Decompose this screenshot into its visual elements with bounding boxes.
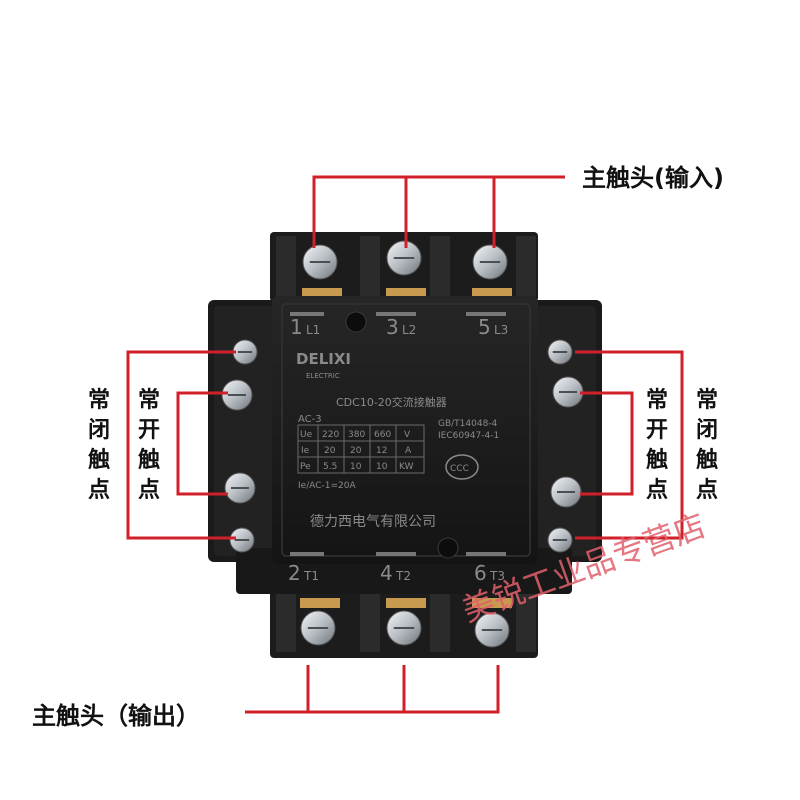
rating-cell: 660	[374, 430, 391, 440]
terminal-label-T1: T1	[303, 569, 319, 583]
label-main-output: 主触头（输出）	[32, 702, 200, 730]
rating-cell: V	[404, 430, 411, 440]
rating-cell: KW	[399, 462, 414, 472]
rating-cell: 12	[376, 446, 387, 456]
terminal-num-1: 1	[290, 315, 303, 339]
rating-cell: 20	[350, 446, 362, 456]
rating-cell: Pe	[300, 462, 311, 472]
ie-note: Ie/AC-1=20A	[298, 481, 356, 491]
rating-cell: 10	[376, 462, 388, 472]
contactor-body	[272, 296, 538, 564]
label-main-input: 主触头(输入)	[582, 164, 724, 192]
terminal-num-6: 6	[474, 561, 487, 585]
rating-table: Ue 220 380 660 V Ie 20 20 12 A Pe 5.5 10…	[297, 424, 425, 474]
terminal-label-L3: L3	[494, 323, 508, 337]
label-right-no-contact: 常开触点	[645, 388, 668, 503]
rating-cell: 20	[324, 446, 336, 456]
right-aux-block	[530, 300, 602, 562]
manufacturer-name: 德力西电气有限公司	[310, 514, 436, 530]
standard-gb: GB/T14048-4	[438, 419, 498, 429]
brand-logo: DELIXI	[296, 350, 351, 368]
brand-subtitle: ELECTRIC	[306, 372, 340, 380]
rating-cell: 380	[348, 430, 365, 440]
rating-cell: A	[405, 446, 412, 456]
rating-cell: 220	[322, 430, 339, 440]
terminal-screws	[221, 240, 584, 648]
terminal-label-L2: L2	[402, 323, 416, 337]
rating-cell: 5.5	[323, 462, 337, 472]
left-aux-block	[208, 300, 280, 562]
terminal-num-4: 4	[380, 561, 393, 585]
svg-text:CCC: CCC	[450, 464, 469, 474]
terminal-label-L1: L1	[306, 323, 320, 337]
terminal-num-2: 2	[288, 561, 301, 585]
label-left-no-contact: 常开触点	[137, 388, 160, 503]
terminal-num-5: 5	[478, 315, 491, 339]
terminal-num-3: 3	[386, 315, 399, 339]
utilization-category: AC-3	[298, 414, 322, 425]
terminal-label-T3: T3	[489, 569, 505, 583]
rating-cell: Ue	[300, 430, 313, 440]
rating-cell: 10	[350, 462, 362, 472]
rating-cell: Ie	[301, 446, 310, 456]
ccc-mark: CCC	[445, 454, 479, 480]
label-left-nc-contact: 常闭触点	[87, 388, 110, 503]
standard-iec: IEC60947-4-1	[438, 431, 499, 441]
terminal-label-T2: T2	[395, 569, 411, 583]
label-right-nc-contact: 常闭触点	[695, 388, 718, 503]
model-name: CDC10-20交流接触器	[336, 395, 447, 409]
annotation-lines	[126, 175, 684, 714]
